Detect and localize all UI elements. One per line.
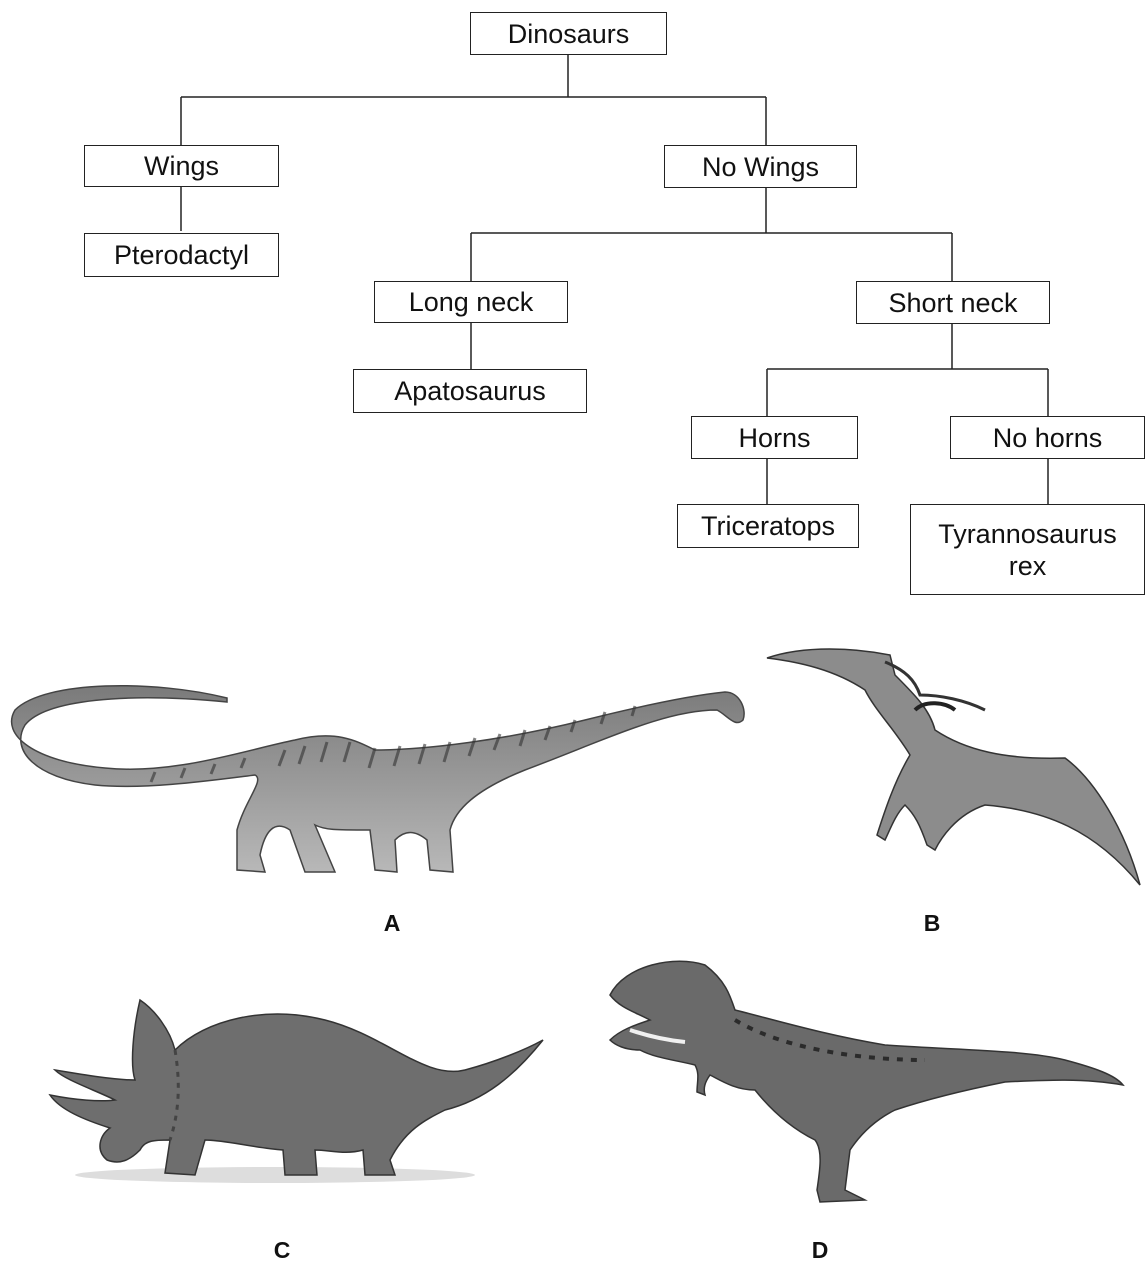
node-apatosaurus: Apatosaurus [353, 369, 587, 413]
triceratops-illustration [45, 990, 545, 1185]
figure-label-d: D [800, 1237, 840, 1264]
node-wings: Wings [84, 145, 279, 187]
node-tyrannosaurus: Tyrannosaurus rex [910, 504, 1145, 595]
node-long-neck: Long neck [374, 281, 568, 323]
node-triceratops: Triceratops [677, 504, 859, 548]
node-no-wings: No Wings [664, 145, 857, 188]
tyrannosaurus-illustration [605, 950, 1125, 1210]
figure-label-a: A [372, 910, 412, 937]
apatosaurus-illustration [5, 680, 750, 880]
figure-label-c: C [262, 1237, 302, 1264]
node-pterodactyl: Pterodactyl [84, 233, 279, 277]
pterodactyl-illustration [765, 640, 1145, 890]
node-no-horns: No horns [950, 416, 1145, 459]
node-short-neck: Short neck [856, 281, 1050, 324]
node-dinosaurs: Dinosaurs [470, 12, 667, 55]
figure-label-b: B [912, 910, 952, 937]
node-horns: Horns [691, 416, 858, 459]
